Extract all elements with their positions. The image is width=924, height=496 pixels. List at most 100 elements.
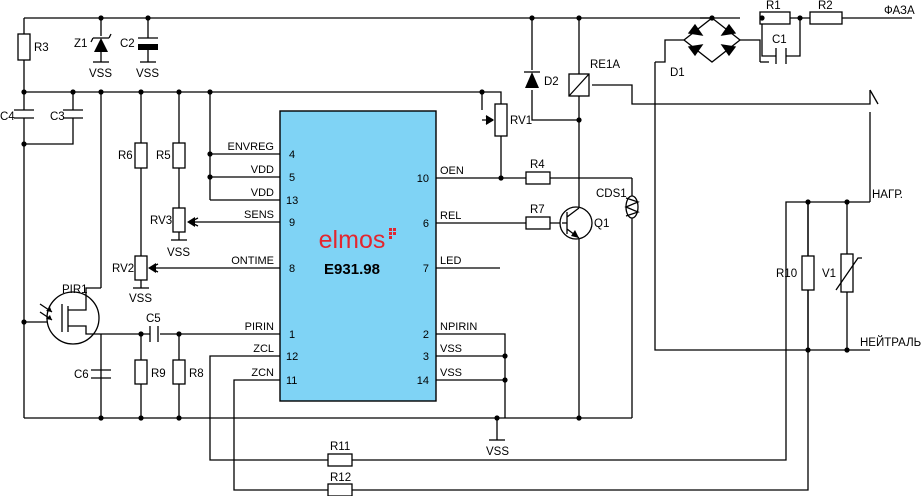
label-c2: C2 [120, 38, 135, 50]
resistors [17, 11, 862, 496]
pin-number-11: 11 [286, 375, 297, 387]
r10-body [801, 255, 815, 291]
label-cds1: CDS1 [596, 188, 627, 200]
r6-body [134, 142, 148, 169]
r3-body [17, 33, 31, 61]
label-c5: C5 [146, 313, 161, 325]
label-r8: R8 [189, 368, 204, 380]
capacitors [14, 37, 787, 379]
label-r2: R2 [818, 0, 833, 12]
pin-name-zcn: ZCN [251, 367, 274, 379]
pin-number-6: 6 [423, 218, 429, 230]
label-r6: R6 [118, 150, 133, 162]
pin-name-npirin: NPIRIN [440, 321, 477, 333]
wires [23, 17, 912, 491]
pin-number-5: 5 [289, 172, 295, 184]
elmos-logo: elmos [319, 226, 386, 254]
label-c3: C3 [50, 111, 65, 123]
rv3-body [172, 207, 186, 233]
pin-number-4: 4 [289, 149, 295, 161]
pin-number-12: 12 [286, 351, 298, 363]
c1-plates [775, 48, 787, 64]
c5-plates [149, 326, 159, 342]
pin-number-9: 9 [289, 217, 295, 229]
pir1-sensor [24, 287, 101, 345]
r5-body [172, 142, 186, 169]
label-rv1: RV1 [510, 115, 532, 127]
q1-transistor [559, 206, 593, 240]
r8-body [172, 359, 186, 385]
pin-number-14: 14 [417, 375, 429, 387]
label-q1: Q1 [594, 218, 609, 230]
pin-name-sens: SENS [244, 209, 274, 221]
junction-dots [21, 15, 850, 421]
r12-body [327, 483, 353, 496]
label-r4: R4 [530, 159, 545, 171]
label-vss-rv3: VSS [167, 247, 190, 259]
pin-name-vss-3: VSS [440, 343, 462, 355]
label-r5: R5 [156, 150, 171, 162]
component-labels: R3 Z1 VSS C2 VSS C4 C3 R6 R5 RV3 VSS RV2… [0, 0, 921, 484]
label-vss-bottom: VSS [486, 446, 509, 458]
pin-name-rel: REL [440, 210, 461, 222]
re1a-relay-coil [568, 73, 590, 97]
label-vss-c2: VSS [136, 68, 159, 80]
label-vss-z1: VSS [89, 68, 112, 80]
elmos-logo-dots [389, 228, 396, 239]
label-rv3: RV3 [150, 215, 172, 227]
d2-diode [524, 71, 540, 88]
pin-name-oen: OEN [440, 165, 464, 177]
label-d2: D2 [544, 76, 559, 88]
cds1-photoresistor [624, 195, 640, 219]
label-r7: R7 [530, 204, 545, 216]
pin-name-vdd-13: VDD [251, 187, 274, 199]
label-rv2: RV2 [112, 263, 134, 275]
label-pir1: PIR1 [62, 284, 88, 296]
c6-plates [91, 369, 111, 379]
label-c4: C4 [0, 111, 15, 123]
label-z1: Z1 [74, 38, 87, 50]
label-re1a: RE1A [590, 59, 620, 71]
r11-body [327, 453, 353, 467]
pin-name-vss-14: VSS [440, 367, 462, 379]
label-phase: ФАЗА [884, 5, 915, 17]
c4-plates [14, 109, 34, 119]
label-vss-rv2: VSS [129, 293, 152, 305]
vss-symbols [93, 61, 505, 441]
r4-body [525, 171, 551, 185]
pin-name-vdd-5: VDD [251, 164, 274, 176]
label-v1: V1 [822, 268, 836, 280]
z1-zener [90, 33, 112, 52]
pin-name-ontime: ONTIME [231, 255, 274, 267]
pin-name-zcl: ZCL [253, 343, 274, 355]
chip-part-number: E931.98 [324, 261, 380, 278]
pin-number-2: 2 [423, 329, 429, 341]
r2-body [809, 11, 843, 25]
pin-number-10: 10 [417, 173, 429, 185]
e931-chip: elmos E931.98 ENVREG 4 VDD 5 VDD 13 SENS… [228, 110, 477, 402]
rv1-body [494, 103, 508, 137]
pin-number-7: 7 [423, 263, 429, 275]
label-r10: R10 [776, 268, 797, 280]
label-r3: R3 [34, 42, 49, 54]
rv2-body [134, 255, 148, 281]
pin-name-pirin: PIRIN [245, 321, 274, 333]
label-r12: R12 [330, 472, 351, 484]
pin-number-3: 3 [423, 351, 429, 363]
label-c6: C6 [74, 369, 89, 381]
pin-number-8: 8 [289, 263, 295, 275]
pin-name-envreg: ENVREG [228, 141, 274, 153]
label-r9: R9 [151, 368, 166, 380]
pin-number-13: 13 [286, 195, 298, 207]
label-d1: D1 [670, 67, 685, 79]
label-neutral: НЕЙТРАЛЬ [860, 336, 921, 349]
pin-name-led: LED [440, 255, 461, 267]
bridge-d1 [655, 17, 761, 63]
label-c1: C1 [772, 34, 787, 46]
label-r11: R11 [330, 441, 350, 453]
label-r1: R1 [766, 0, 781, 12]
r9-body [134, 359, 148, 385]
pin-number-1: 1 [289, 329, 295, 341]
c3-plates [63, 109, 83, 119]
